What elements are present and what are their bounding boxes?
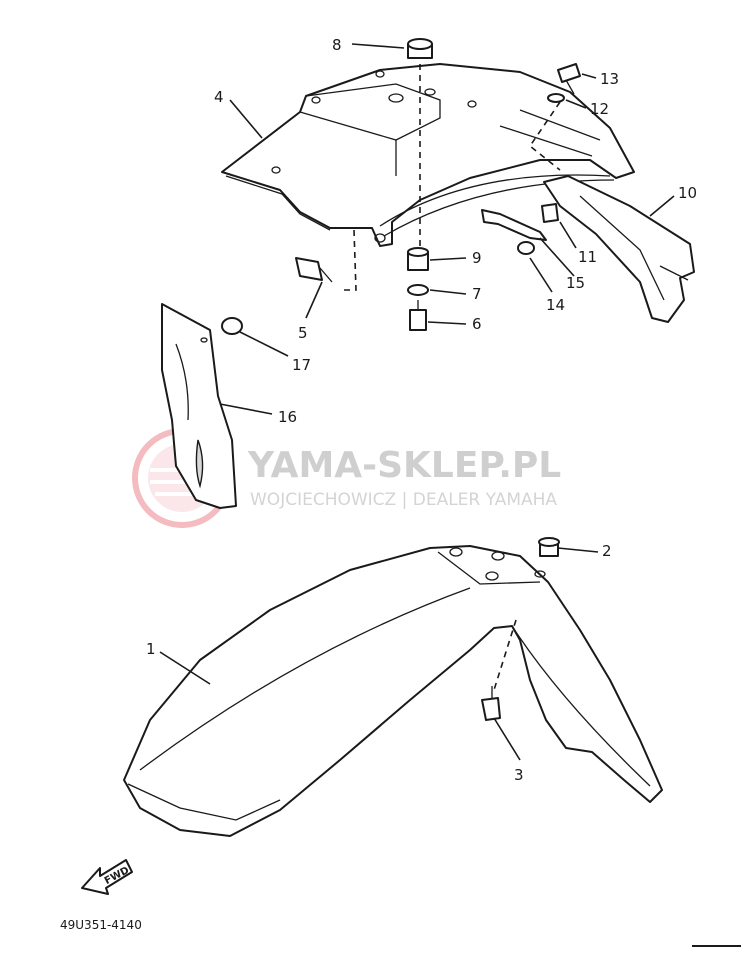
- callout-4: 4: [214, 88, 224, 106]
- collar-part-9: [407, 247, 429, 271]
- washer-part-12: [547, 93, 565, 103]
- bolt-part-13: [557, 63, 581, 95]
- callout-12: 12: [590, 100, 609, 118]
- diagram-code: 49U351-4140: [60, 918, 142, 932]
- bolt-part-6: [409, 300, 427, 331]
- callout-11: 11: [578, 248, 597, 266]
- grommet-part-17: [221, 317, 243, 335]
- front-fender: [123, 545, 663, 837]
- assembly-line: [340, 229, 357, 291]
- damper-part-2: [538, 537, 560, 557]
- nut-part-5: [295, 257, 333, 283]
- assembly-line: [493, 619, 517, 691]
- callout-7: 7: [472, 285, 482, 303]
- watermark-subtitle: WOJCIECHOWICZ | DEALER YAMAHA: [250, 490, 557, 510]
- watermark-title: YAMA-SKLEP.PL: [247, 445, 561, 486]
- callout-1: 1: [146, 640, 156, 658]
- fwd-arrow: FWD: [81, 859, 133, 895]
- clip-part-15: [481, 209, 547, 241]
- callout-2: 2: [602, 542, 612, 560]
- nut-part-11: [541, 203, 559, 223]
- callout-13: 13: [600, 70, 619, 88]
- callout-14: 14: [546, 296, 565, 314]
- callout-5: 5: [298, 324, 308, 342]
- nut-part-14: [517, 241, 535, 255]
- callout-17: 17: [292, 356, 311, 374]
- callout-16: 16: [278, 408, 297, 426]
- bolt-part-3: [481, 686, 501, 721]
- assembly-line: [528, 101, 561, 171]
- mud-flap: [161, 303, 237, 509]
- leader-lines: [159, 43, 675, 761]
- collar-part-8: [407, 38, 433, 59]
- rear-fender: [221, 63, 635, 247]
- callout-9: 9: [472, 249, 482, 267]
- callout-10: 10: [678, 184, 697, 202]
- rear-flap-bracket: [543, 175, 695, 323]
- washer-part-7: [407, 284, 429, 296]
- callout-6: 6: [472, 315, 482, 333]
- callout-15: 15: [566, 274, 585, 292]
- callout-3: 3: [514, 766, 524, 784]
- callout-8: 8: [332, 36, 342, 54]
